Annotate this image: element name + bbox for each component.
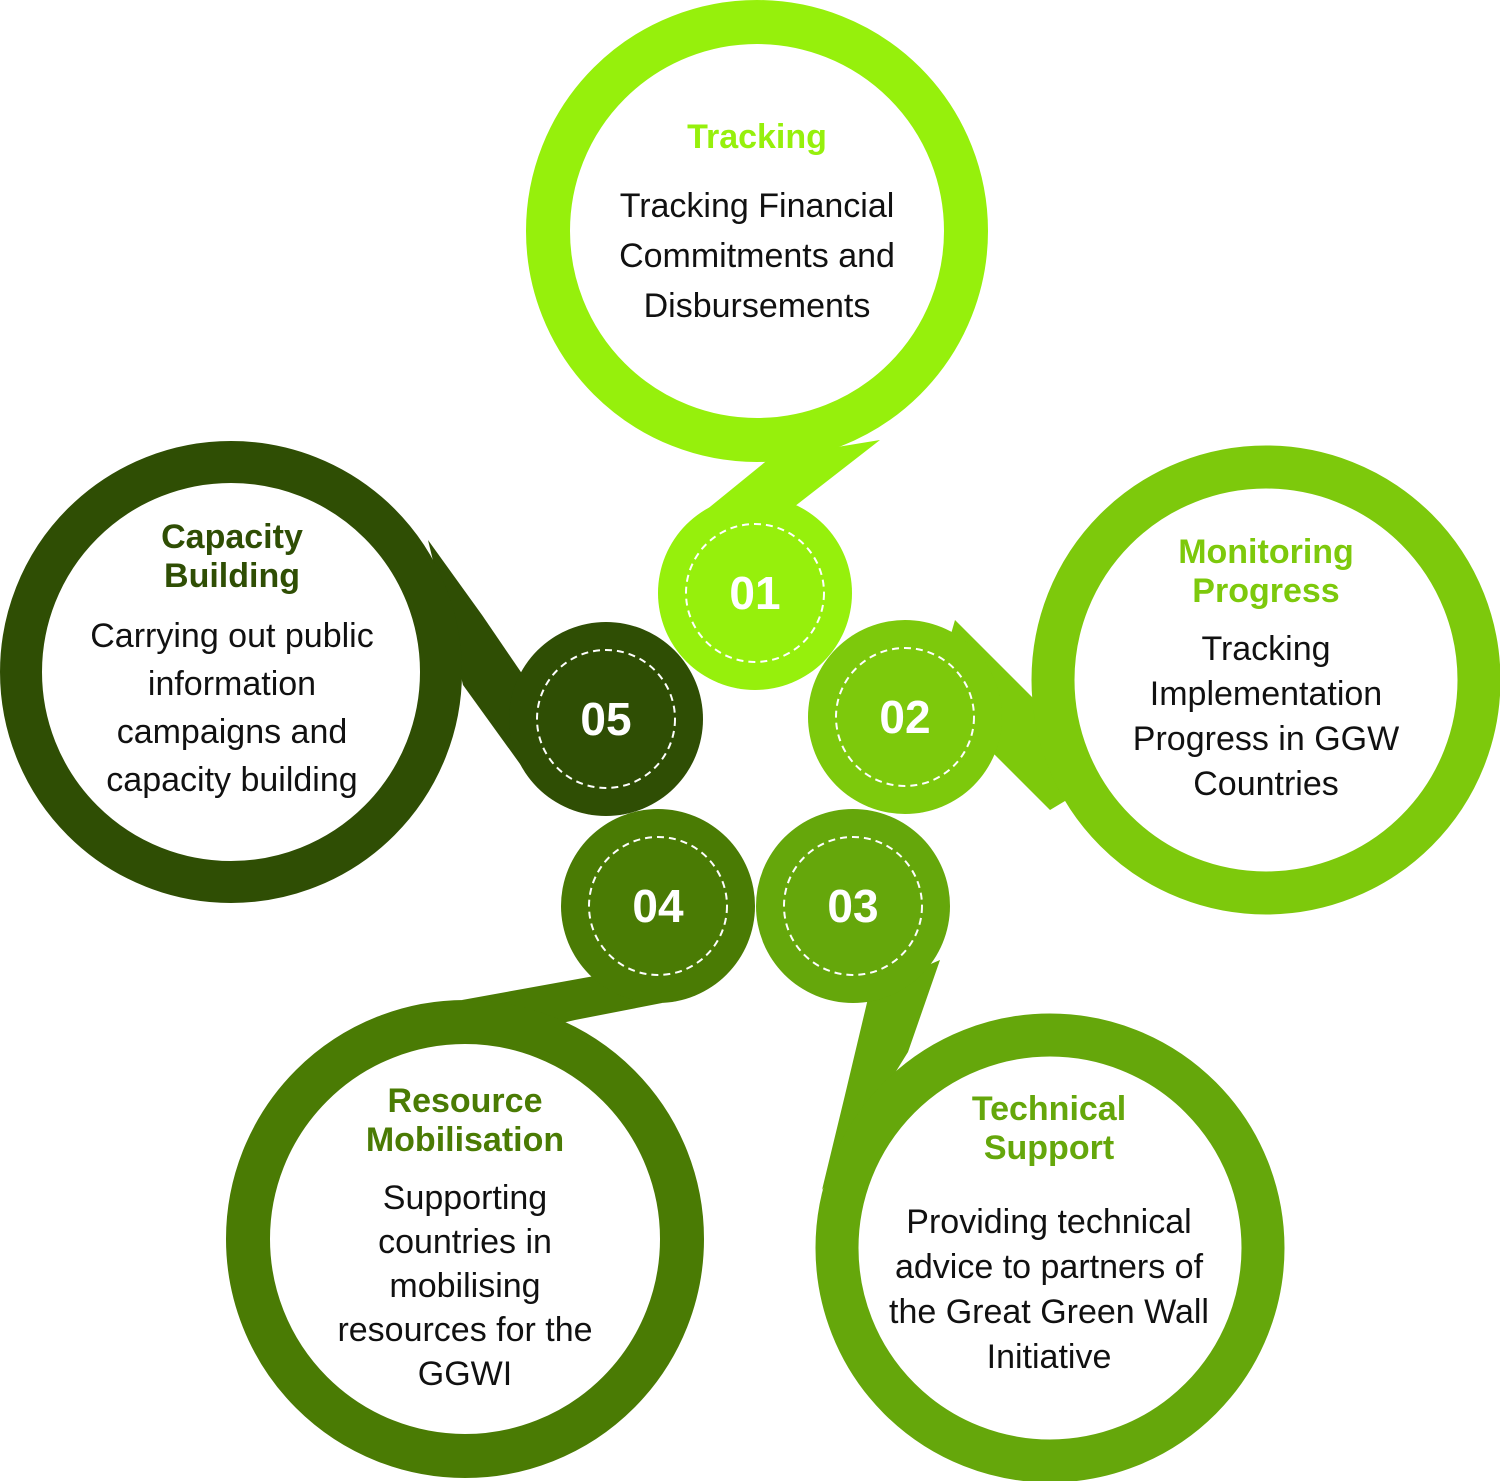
step-2-ring bbox=[1031, 445, 1500, 915]
step-3-badge-dash bbox=[783, 836, 923, 976]
step-5-badge-dash bbox=[536, 649, 676, 789]
step-2-number: 02 bbox=[879, 691, 931, 743]
step-1-label: Tracking Tracking Financial Commitments … bbox=[597, 118, 917, 331]
step-1-shape bbox=[526, 0, 988, 690]
step-5-shape bbox=[0, 441, 703, 903]
step-1-description: Tracking Financial Commitments and Disbu… bbox=[619, 187, 895, 325]
step-5-description: Carrying out public information campaign… bbox=[90, 617, 374, 799]
step-2-title: Monitoring Progress bbox=[1178, 533, 1354, 610]
step-4-description: Supporting countries in mobilising resou… bbox=[337, 1179, 593, 1393]
step-1-badge-dash bbox=[685, 523, 825, 663]
step-5-number: 05 bbox=[580, 693, 632, 745]
step-4-label: Resource Mobilisation Supporting countri… bbox=[315, 1082, 615, 1396]
step-5-label: Capacity Building Carrying out public in… bbox=[76, 518, 388, 804]
step-3-number: 03 bbox=[827, 880, 879, 932]
step-2-description: Tracking Implementation Progress in GGW … bbox=[1132, 630, 1400, 803]
step-1-number: 01 bbox=[729, 567, 781, 619]
step-4-title: Resource Mobilisation bbox=[365, 1082, 565, 1159]
step-3-description: Providing technical advice to partners o… bbox=[889, 1203, 1209, 1376]
step-5-title: Capacity Building bbox=[161, 518, 303, 595]
step-1-ring bbox=[526, 0, 988, 462]
step-4-badge-dash bbox=[588, 836, 728, 976]
step-1-title: Tracking bbox=[687, 118, 827, 156]
step-2-shape bbox=[808, 445, 1500, 915]
step-3-label: Technical Support Providing technical ad… bbox=[884, 1090, 1214, 1380]
step-5-ring bbox=[0, 441, 462, 903]
step-3-title: Technical Support bbox=[971, 1090, 1127, 1167]
step-2-label: Monitoring Progress Tracking Implementat… bbox=[1118, 533, 1414, 807]
step-3-ring bbox=[815, 1013, 1285, 1481]
step-3-shape bbox=[756, 809, 1285, 1481]
step-4-ring bbox=[226, 1000, 704, 1478]
step-4-number: 04 bbox=[632, 880, 684, 932]
step-2-badge-dash bbox=[835, 647, 975, 787]
step-4-shape bbox=[226, 809, 755, 1478]
